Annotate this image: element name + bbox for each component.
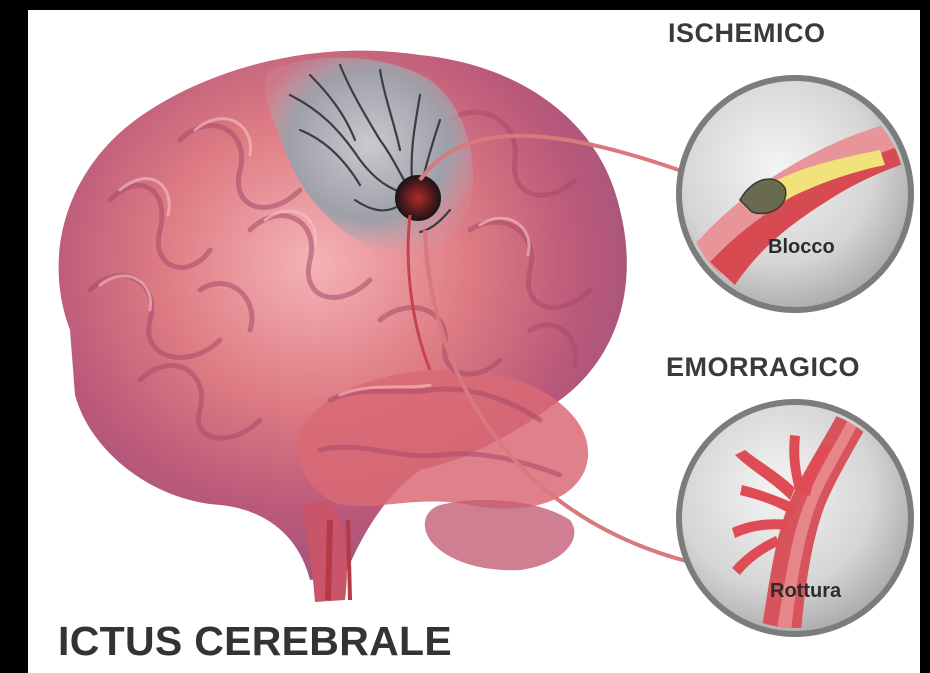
hemorrhagic-inset (679, 400, 911, 640)
diagram-title: ICTUS CEREBRALE (58, 618, 452, 665)
brain-illustration (59, 51, 627, 602)
ischemic-inset (679, 78, 920, 310)
vertebral-artery (348, 520, 350, 600)
block-label: Blocco (768, 236, 835, 259)
hemorrhagic-heading: EMORRAGICO (666, 352, 860, 383)
rupture-label: Rottura (770, 580, 841, 603)
carotid-artery (328, 520, 330, 600)
cerebellum (425, 500, 575, 570)
stroke-focus (396, 176, 440, 220)
ischemic-heading: ISCHEMICO (668, 18, 826, 49)
